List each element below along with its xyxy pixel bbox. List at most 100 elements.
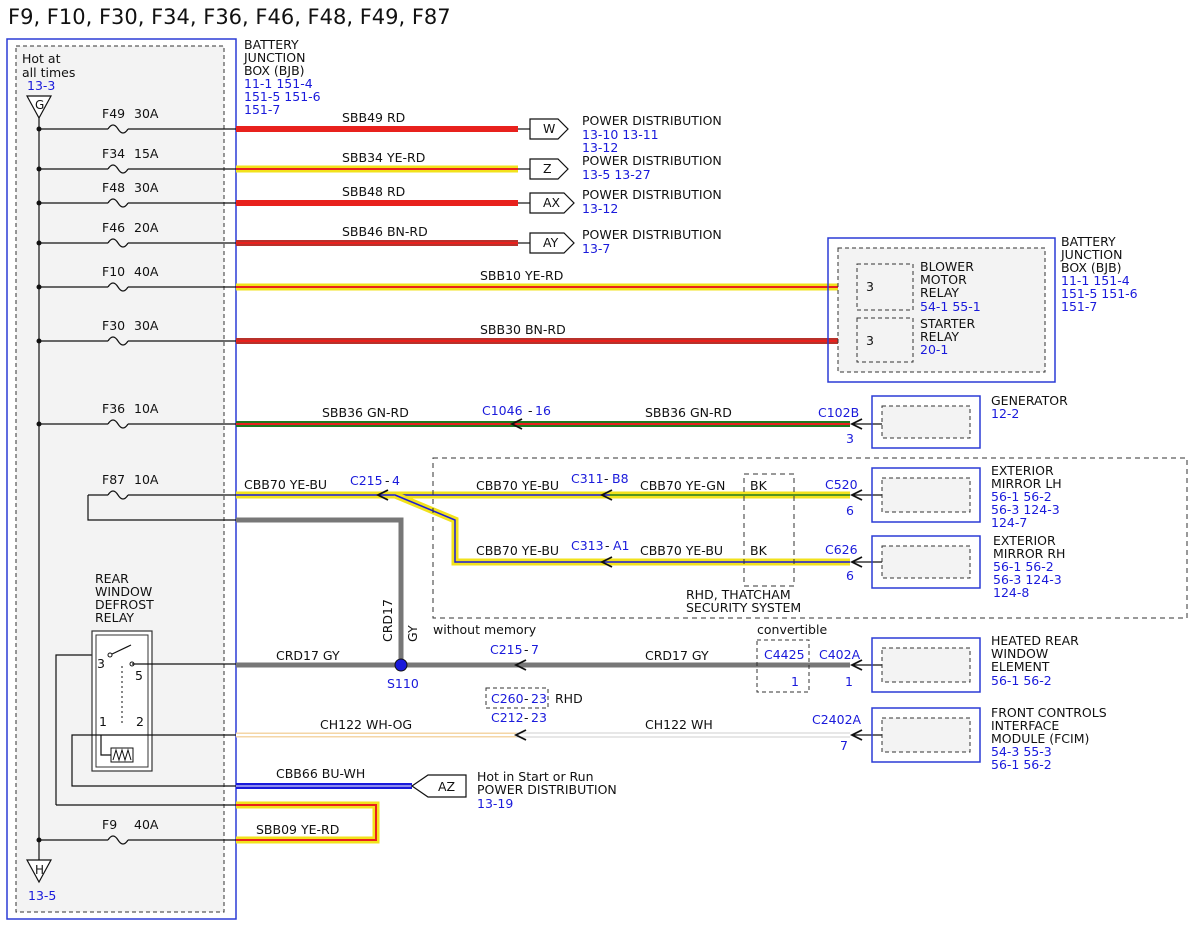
wire-label-sbb36-2: SBB36 GN-RD [645, 405, 732, 420]
fuse-rating: 40A [134, 264, 159, 279]
bus-bottom-letter: H [35, 863, 44, 877]
dest-connector [529, 232, 575, 254]
bjb-left-line-1: BATTERY [244, 37, 299, 52]
c102b-pin: 3 [846, 431, 854, 446]
relay-pin-5: 5 [135, 668, 143, 683]
upper-wire2-label: CBB70 YE-GN [640, 478, 725, 493]
starter-relay-box [856, 317, 914, 363]
rhd-region-label-1: RHD, THATCHAM [686, 587, 791, 602]
c626-label: C626 [825, 542, 858, 557]
blower-relay-pin: 3 [866, 279, 874, 294]
wire-label-sbb49: SBB49 RD [342, 110, 405, 125]
dest-letter: AX [543, 195, 561, 210]
fcim-box [871, 707, 981, 763]
fuse-name: F9 [102, 817, 117, 832]
c1046-label: C1046 [482, 403, 523, 418]
rear-window-inner [881, 647, 971, 683]
fuse-name: F10 [102, 264, 125, 279]
dest-connector [529, 158, 569, 180]
mirror-lh-line-2: MIRROR LH [991, 476, 1062, 491]
c215-label: C215 [350, 473, 383, 488]
bus-bottom-ref: 13-5 [28, 888, 56, 903]
mirror-lh-ref-3: 124-7 [991, 515, 1027, 530]
c1046-pin: 16 [535, 403, 551, 418]
lower-wire-label: CBB70 YE-BU [476, 543, 559, 558]
c260-label: C260 [491, 691, 524, 706]
mirror-rh-line-1: EXTERIOR [993, 533, 1056, 548]
relay-contact-1 [107, 652, 113, 658]
dest-label: POWER DISTRIBUTION [582, 187, 722, 202]
hot-label-2: all times [22, 65, 75, 80]
relay-pin-2: 2 [136, 714, 144, 729]
mirror-lh-inner [881, 477, 971, 513]
blower-relay-line-1: BLOWER [920, 259, 974, 274]
rhd-label: RHD [555, 691, 583, 706]
dest-letter: W [543, 121, 555, 136]
convertible-label: convertible [757, 622, 827, 637]
dest-label: POWER DISTRIBUTION [582, 113, 722, 128]
starter-relay-line-1: STARTER [920, 316, 975, 331]
mirror-rh-ref-1: 56-1 56-2 [993, 559, 1054, 574]
upper-wire-label: CBB70 YE-BU [476, 478, 559, 493]
generator-inner [881, 405, 971, 439]
generator-label: GENERATOR [991, 393, 1068, 408]
upper-bk: BK [750, 478, 768, 493]
bjb-left-line-3: BOX (BJB) [244, 63, 305, 78]
fuse-icon [107, 164, 129, 174]
c260-pin: 23 [531, 691, 547, 706]
bjb-right-line-2: JUNCTION [1060, 247, 1122, 262]
dest-label: POWER DISTRIBUTION [582, 153, 722, 168]
ch122-wire2-label: CH122 WH [645, 717, 713, 732]
fuse-icon [107, 124, 129, 134]
fuse-name: F30 [102, 318, 125, 333]
c313-label: C313 [571, 538, 604, 553]
fuse-rating: 10A [134, 401, 159, 416]
dest-ref: 13-12 [582, 201, 618, 216]
relay-line-3: DEFROST [95, 597, 154, 612]
wire-label-sbb46: SBB46 BN-RD [342, 224, 428, 239]
fcim-line-3: MODULE (FCIM) [991, 731, 1089, 746]
relay-line-2: WINDOW [95, 584, 152, 599]
rhd-region [432, 457, 1188, 619]
c520-label: C520 [825, 477, 858, 492]
rear-window-refs: 56-1 56-2 [991, 673, 1052, 688]
dest-letter: AY [543, 235, 559, 250]
c215-pin: 4 [392, 473, 400, 488]
c311-pin: B8 [612, 471, 629, 486]
wire-crd17-vertical [236, 517, 404, 665]
fcim-line-2: INTERFACE [991, 718, 1059, 733]
fuse-name: F36 [102, 401, 125, 416]
dest-connector [529, 192, 575, 214]
c212-label: C212 [491, 710, 524, 725]
c2402a-pin: 7 [840, 738, 848, 753]
fuse-rating: 30A [134, 318, 159, 333]
wire-cbb70-lower-b [394, 494, 850, 563]
dest-label: POWER DISTRIBUTION [582, 227, 722, 242]
c311-label: C311 [571, 471, 604, 486]
without-memory-label: without memory [433, 622, 537, 637]
relay-switch-arm [109, 644, 132, 656]
rhd-region-label-2: SECURITY SYSTEM [686, 600, 801, 615]
generator-box [871, 395, 981, 449]
blower-relay-refs: 54-1 55-1 [920, 299, 981, 314]
bjb-right-ref-2: 151-5 151-6 [1061, 286, 1138, 301]
wire-label-sbb34: SBB34 YE-RD [342, 150, 425, 165]
mirror-lh-box [871, 467, 981, 523]
relay-pin1-ground [71, 734, 236, 787]
bjb-right-ref-3: 151-7 [1061, 299, 1097, 314]
fcim-ref-1: 54-3 55-3 [991, 744, 1052, 759]
mirror-lh-line-1: EXTERIOR [991, 463, 1054, 478]
c313-dash: - [605, 538, 610, 553]
wire-label-sbb09: SBB09 YE-RD [256, 822, 339, 837]
rear-window-line-1: HEATED REAR [991, 633, 1079, 648]
dest-letter: Z [543, 161, 552, 176]
mirror-rh-ref-2: 56-3 124-3 [993, 572, 1062, 587]
bjb-left-ref-2: 151-5 151-6 [244, 89, 321, 104]
cbb66-ref: 13-19 [477, 796, 513, 811]
mirror-lh-ref-1: 56-1 56-2 [991, 489, 1052, 504]
bjb-left-ref-1: 11-1 151-4 [244, 76, 313, 91]
fcim-line-1: FRONT CONTROLS [991, 705, 1107, 720]
bjb-left-line-2: JUNCTION [243, 50, 305, 65]
relay-line-1: REAR [95, 571, 129, 586]
